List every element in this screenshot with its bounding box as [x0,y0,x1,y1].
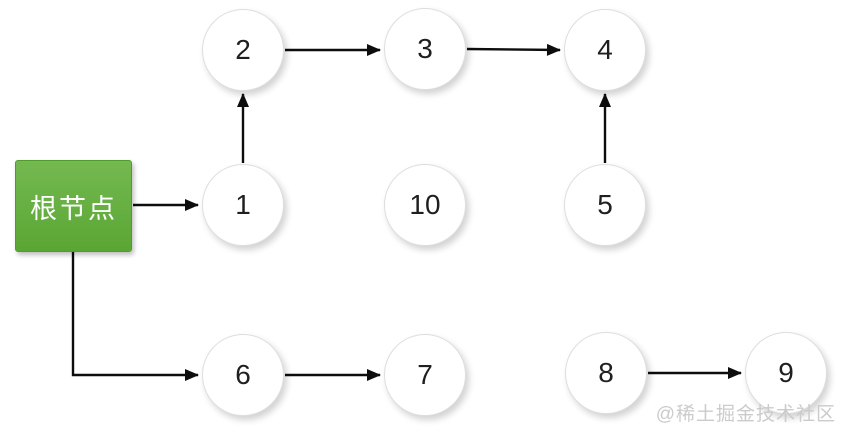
node-7: 7 [384,334,466,416]
edge-root-6 [71,252,199,381]
node-5: 5 [564,164,646,246]
node-7-label: 7 [417,359,433,390]
node-8-label: 8 [598,357,614,388]
node-6: 6 [202,334,284,416]
watermark: @稀土掘金技术社区 [655,404,836,425]
root-node-box: 根节点 [15,160,132,252]
node-10: 10 [384,164,466,246]
node-1-label: 1 [235,189,251,220]
node-4-label: 4 [597,34,613,65]
node-5-label: 5 [597,189,613,220]
node-4: 4 [564,9,646,91]
edge-3-4 [466,43,561,56]
node-8: 8 [565,332,647,414]
node-10-label: 10 [409,189,441,220]
node-9-label: 9 [778,357,794,388]
node-6-label: 6 [235,359,251,390]
node-3-label: 3 [417,33,433,64]
node-2: 2 [202,9,284,91]
node-9: 9 [745,332,827,414]
root-node-label: 根节点 [30,193,117,224]
node-2-label: 2 [235,34,251,65]
node-3: 3 [384,8,466,90]
node-1: 1 [202,164,284,246]
